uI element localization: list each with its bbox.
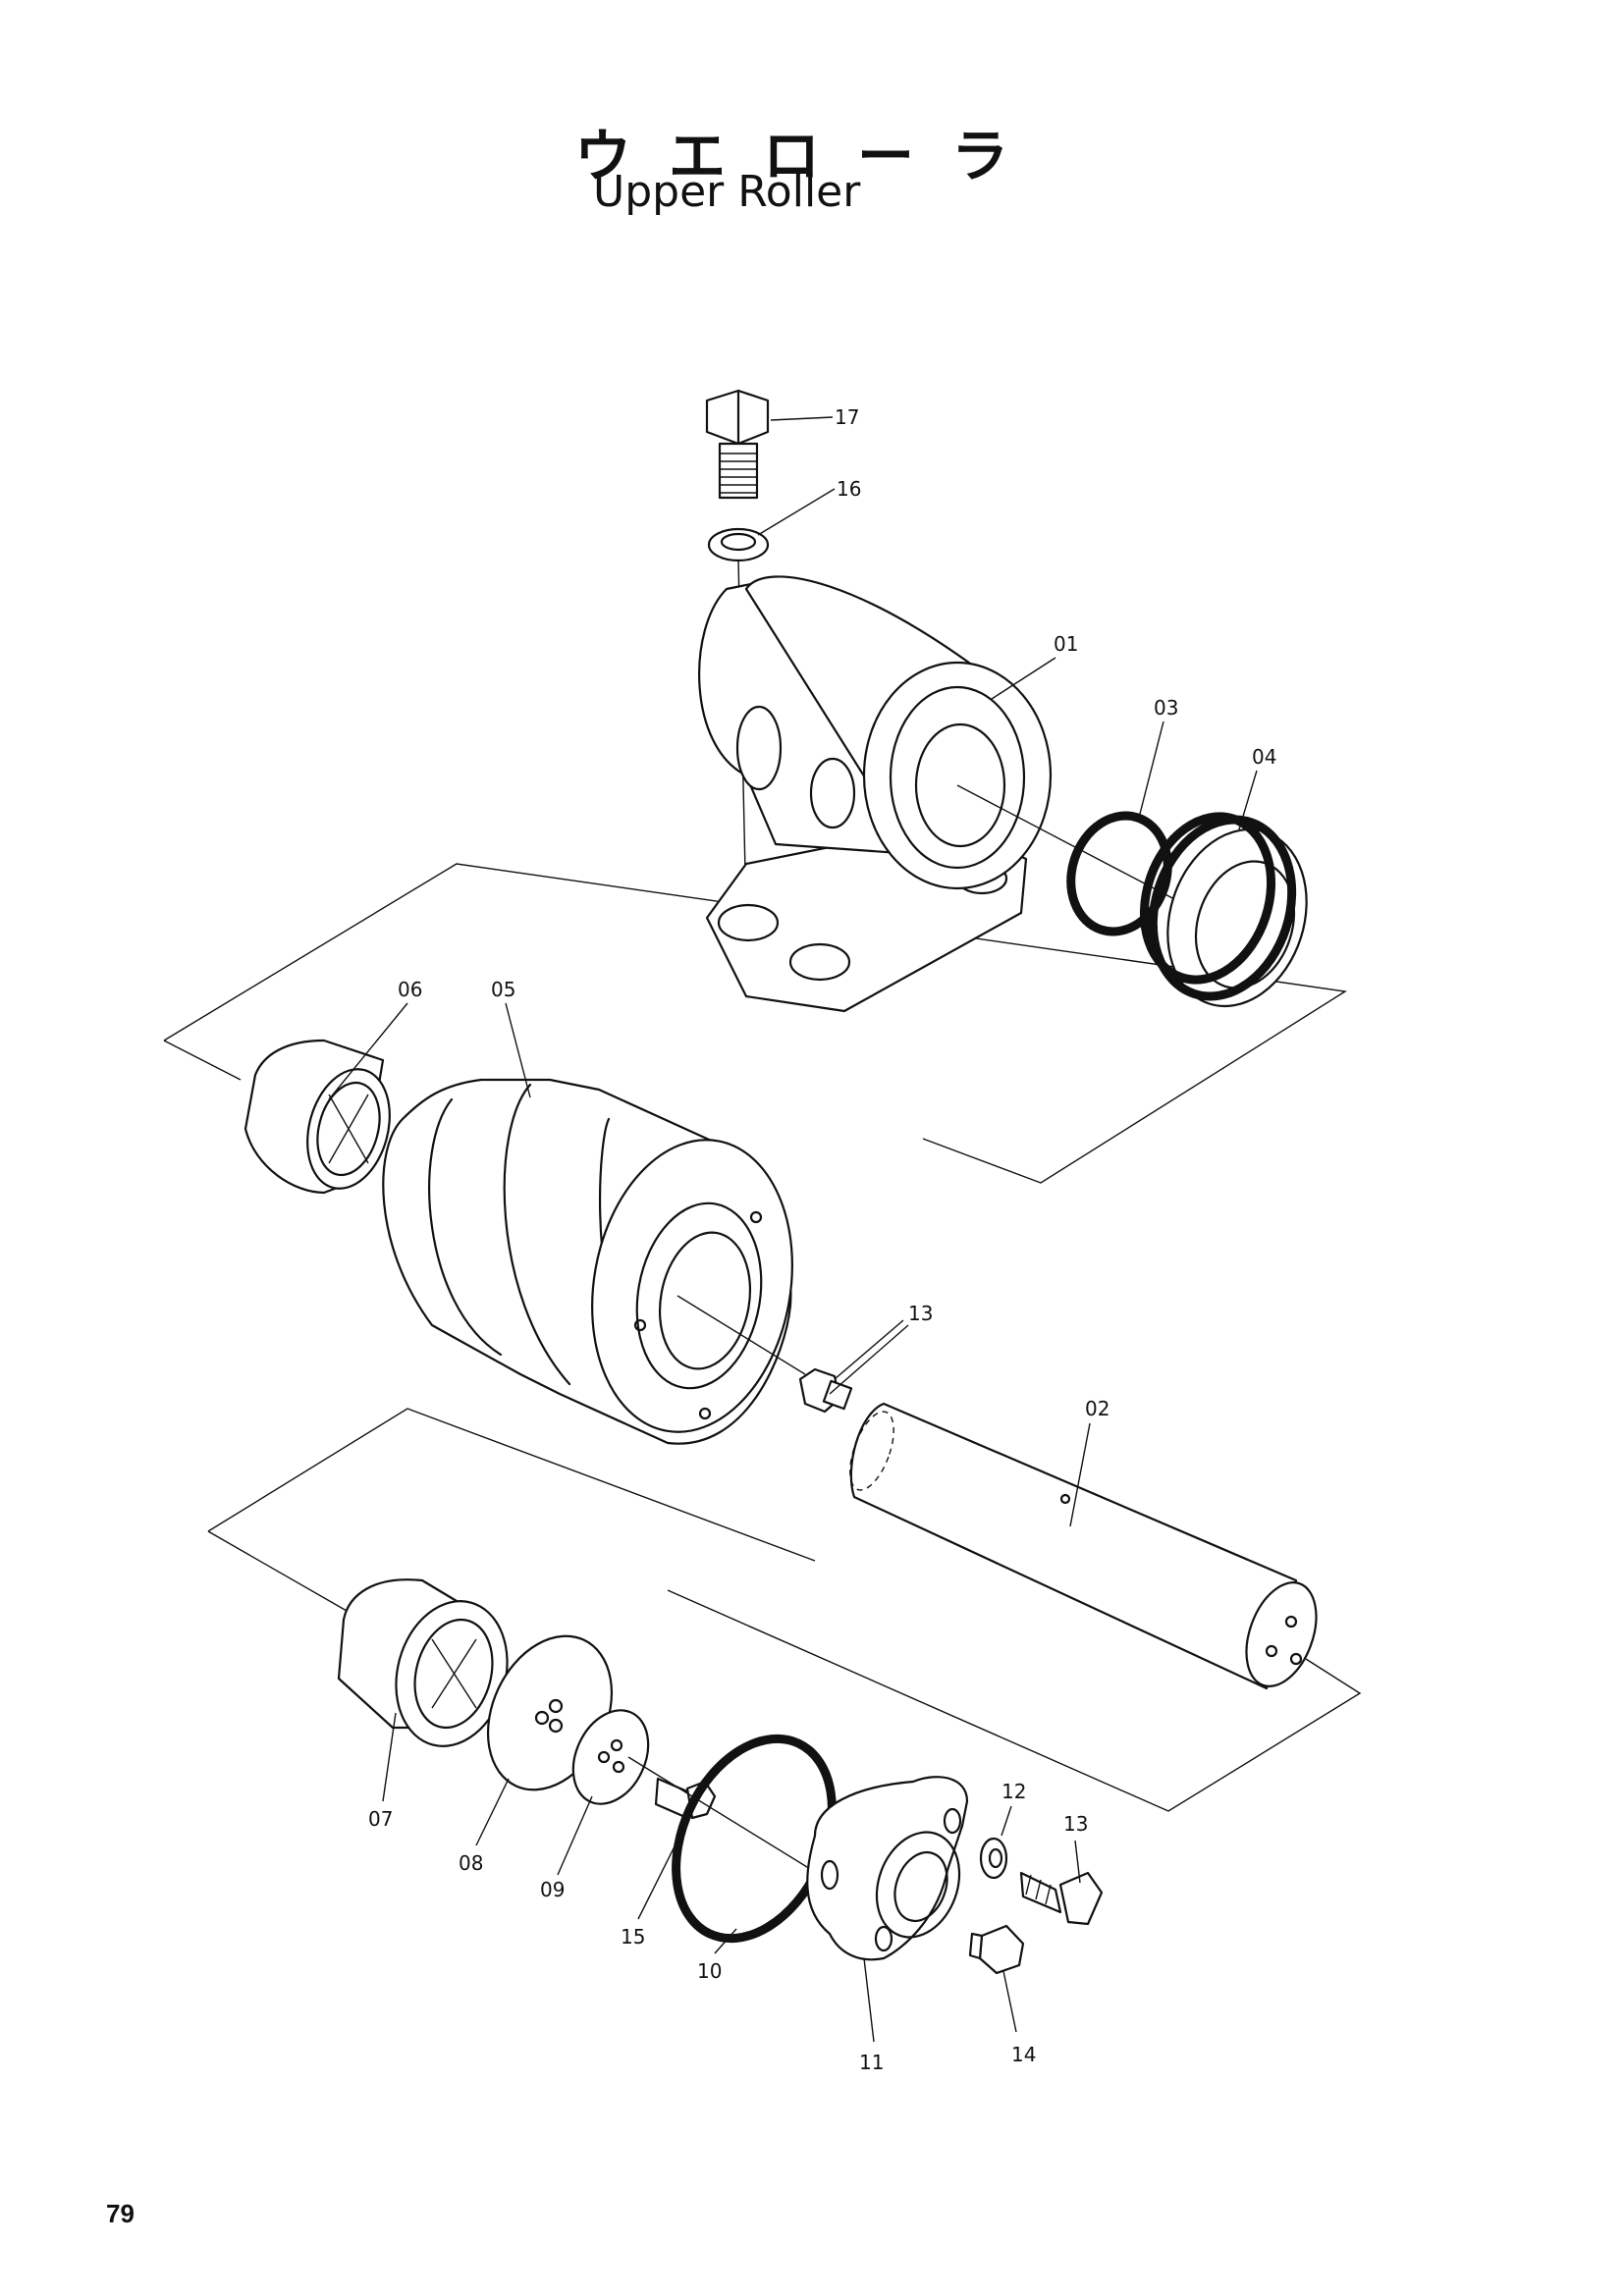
part-07-flanged-bushing (337, 1578, 509, 1747)
leader-lines (328, 416, 1258, 2043)
label-13: 13 (1063, 1812, 1088, 1836)
page-number: 79 (106, 2199, 135, 2228)
roller-axis-line (676, 1295, 806, 1375)
label-04: 04 (1252, 745, 1276, 769)
part-labels: 17 16 01 03 04 06 05 13 02 07 08 09 15 1… (368, 405, 1276, 2074)
label-05: 05 (491, 978, 515, 1001)
assembly-frame (163, 863, 1362, 1812)
part-14-plug-lower (968, 1924, 1025, 1975)
part-16-washer (707, 527, 770, 562)
part-05-roller (382, 1078, 793, 1445)
part-12-washer (979, 1837, 1008, 1880)
label-07: 07 (368, 1807, 393, 1831)
page-title-japanese: ウエローラ (574, 123, 1047, 189)
part-04-floating-seal (1139, 812, 1308, 1008)
label-12: 12 (1001, 1780, 1026, 1803)
part-06-bushing (243, 1039, 391, 1195)
part-11-cover (806, 1776, 969, 1961)
label-17: 17 (835, 405, 859, 429)
part-01-bracket (698, 575, 1053, 1013)
label-09: 09 (540, 1878, 565, 1901)
label-01: 01 (1054, 632, 1078, 656)
label-16: 16 (837, 477, 861, 501)
part-13-bolt (1019, 1871, 1104, 1926)
part-03-o-ring (1066, 811, 1172, 936)
label-14-upper: 13 (908, 1302, 933, 1325)
part-17-bolt (705, 389, 770, 500)
label-03: 03 (1154, 696, 1178, 720)
label-06: 06 (398, 978, 422, 1001)
label-15: 15 (621, 1925, 645, 1949)
page-title-english: Upper Roller (593, 167, 861, 217)
label-14-lower: 14 (1011, 2043, 1036, 2066)
label-10: 10 (697, 1959, 722, 1983)
part-02-shaft (849, 1402, 1318, 1690)
label-02: 02 (1085, 1397, 1109, 1420)
label-08: 08 (459, 1851, 483, 1875)
label-11: 11 (859, 2051, 884, 2074)
part-14-plug-upper (798, 1367, 853, 1414)
